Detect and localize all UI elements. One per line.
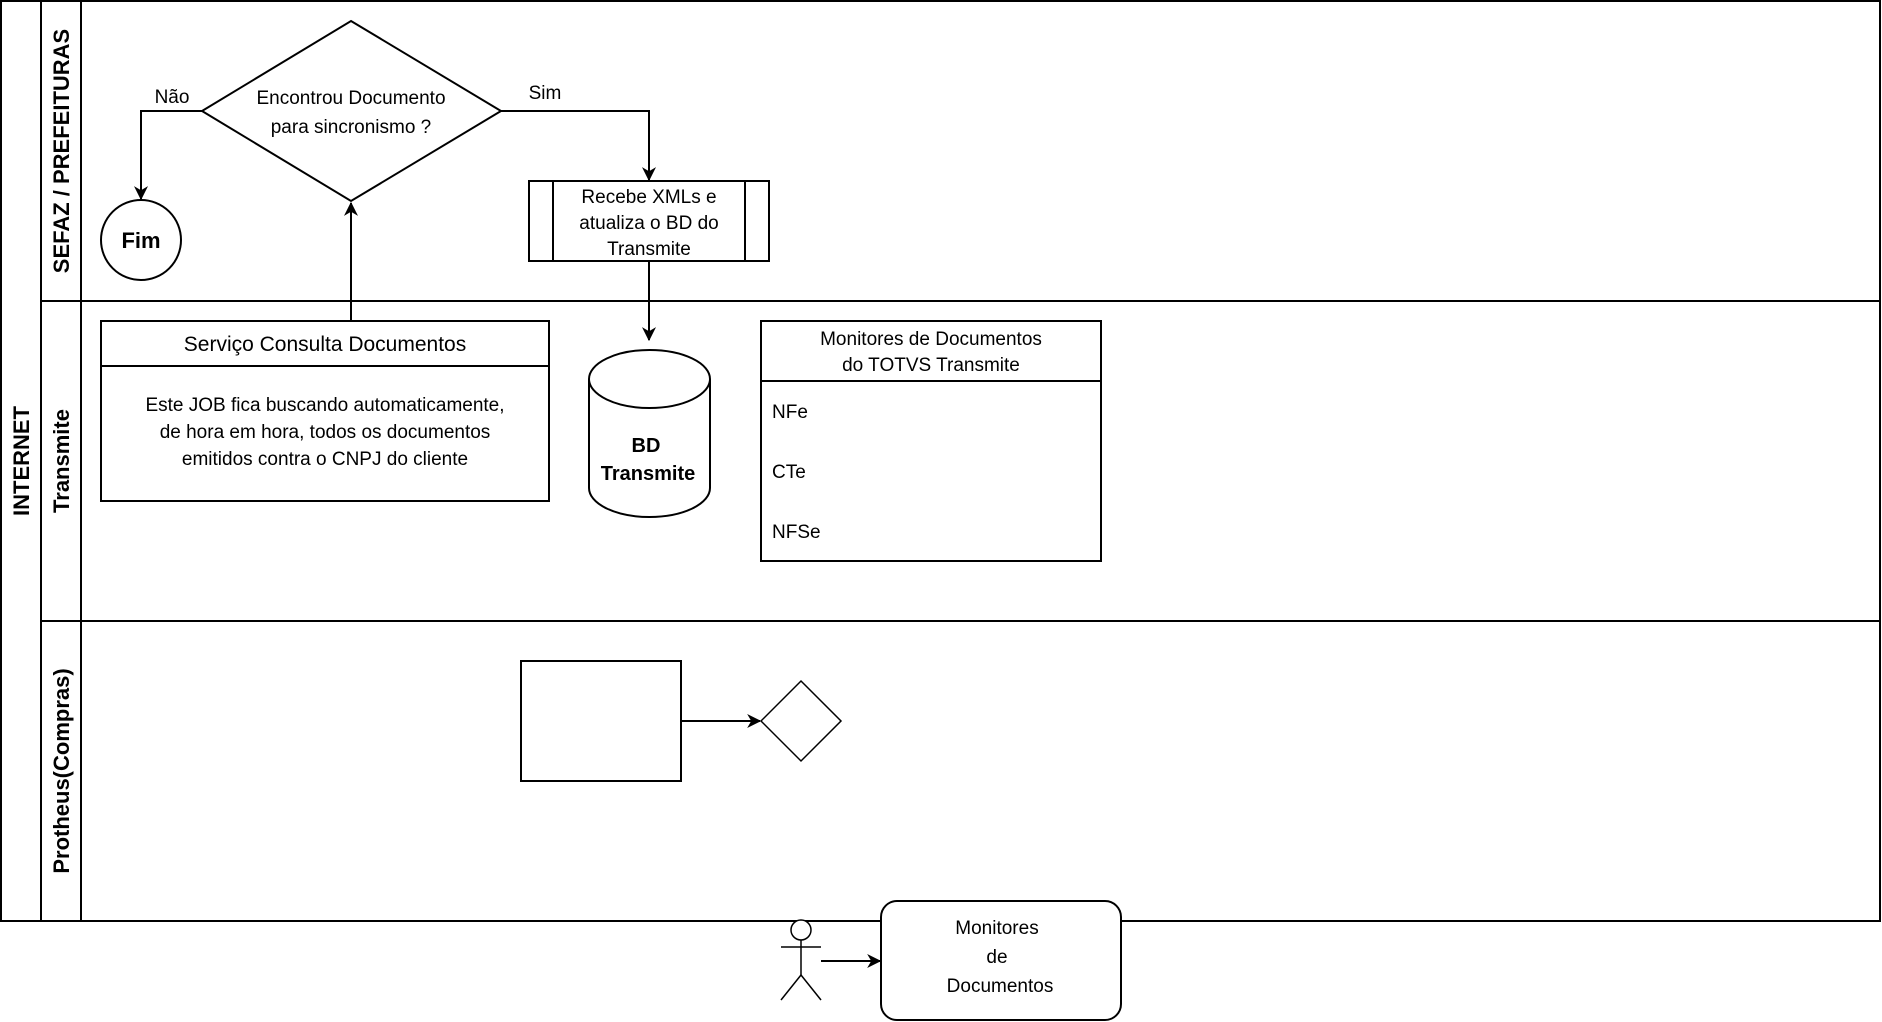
- yes-flow-label: Sim: [529, 83, 562, 104]
- subprocess-line-1: Recebe XMLs e: [581, 187, 716, 208]
- task-box: [520, 660, 682, 782]
- lane-transmite[interactable]: Transmite: [41, 409, 1880, 622]
- service-body-line-3: emitidos contra o CNPJ do cliente: [182, 449, 468, 470]
- no-flow-label: Não: [155, 87, 190, 108]
- service-consulta-documentos[interactable]: Serviço Consulta Documentos Este JOB fic…: [100, 320, 550, 502]
- subprocess-line-2: atualiza o BD do: [579, 213, 718, 234]
- decision-line-2: para sincronismo ?: [271, 117, 432, 138]
- monitors-box: [880, 900, 1122, 1021]
- monitors-list-item[interactable]: NFe: [772, 402, 808, 423]
- monitors-list-title-2: do TOTVS Transmite: [842, 355, 1020, 376]
- service-body-line-2: de hora em hora, todos os documentos: [160, 422, 491, 443]
- monitors-list-box: [760, 320, 1102, 562]
- actor[interactable]: [780, 919, 822, 1001]
- monitors-box-line-1: Monitores: [955, 918, 1038, 939]
- monitors-box-line-2: de: [986, 947, 1007, 968]
- lane-sefaz[interactable]: SEFAZ / PREFEITURAS: [41, 1, 1880, 921]
- service-body-line-1: Este JOB fica buscando automaticamente,: [145, 395, 504, 416]
- database-bd-transmite[interactable]: BD Transmite: [588, 349, 711, 518]
- decision-diamond: [200, 19, 503, 203]
- pool-title: INTERNET: [9, 405, 34, 516]
- decision-gateway[interactable]: Encontrou Documento para sincronismo ?: [200, 19, 503, 203]
- actor-head: [790, 919, 812, 941]
- database-cylinder: [588, 349, 711, 518]
- monitors-box-line-3: Documentos: [947, 976, 1054, 997]
- monitors-list-title-1: Monitores de Documentos: [820, 329, 1042, 350]
- protheus-task[interactable]: [520, 660, 682, 782]
- monitors-list-item[interactable]: NFSe: [772, 522, 821, 543]
- monitors-list[interactable]: Monitores de Documentos do TOTVS Transmi…: [760, 320, 1102, 562]
- database-line-1: BD: [632, 435, 661, 457]
- yes-flow[interactable]: Sim: [501, 83, 656, 182]
- no-flow-arrow: [134, 110, 202, 201]
- lane-protheus[interactable]: Protheus(Compras): [49, 668, 74, 873]
- no-flow[interactable]: Não: [134, 87, 202, 201]
- end-event-circle: [100, 199, 182, 281]
- gateway-diamond: [759, 679, 843, 763]
- end-event-label: Fim: [121, 228, 160, 253]
- monitors-de-documentos[interactable]: Monitores de Documentos: [880, 900, 1122, 1021]
- end-event[interactable]: Fim: [100, 199, 182, 281]
- subprocess-box: [528, 180, 770, 262]
- actor-left-leg: [780, 974, 802, 1001]
- subprocess-recebe-xmls[interactable]: Recebe XMLs e atualiza o BD do Transmite: [528, 180, 770, 262]
- lane-label-sefaz: SEFAZ / PREFEITURAS: [49, 29, 74, 273]
- actor-right-leg: [800, 974, 822, 1001]
- database-top-rim: [588, 378, 711, 409]
- decision-line-1: Encontrou Documento: [256, 88, 445, 109]
- database-line-2: Transmite: [601, 463, 695, 485]
- subprocess-line-3: Transmite: [607, 239, 691, 260]
- protheus-gateway[interactable]: [759, 679, 843, 763]
- lane-label-transmite: Transmite: [49, 409, 74, 513]
- yes-flow-arrow: [501, 110, 656, 182]
- monitors-list-item[interactable]: CTe: [772, 462, 806, 483]
- service-title: Serviço Consulta Documentos: [184, 333, 466, 356]
- lane-label-protheus: Protheus(Compras): [49, 668, 74, 873]
- service-box: [100, 320, 550, 502]
